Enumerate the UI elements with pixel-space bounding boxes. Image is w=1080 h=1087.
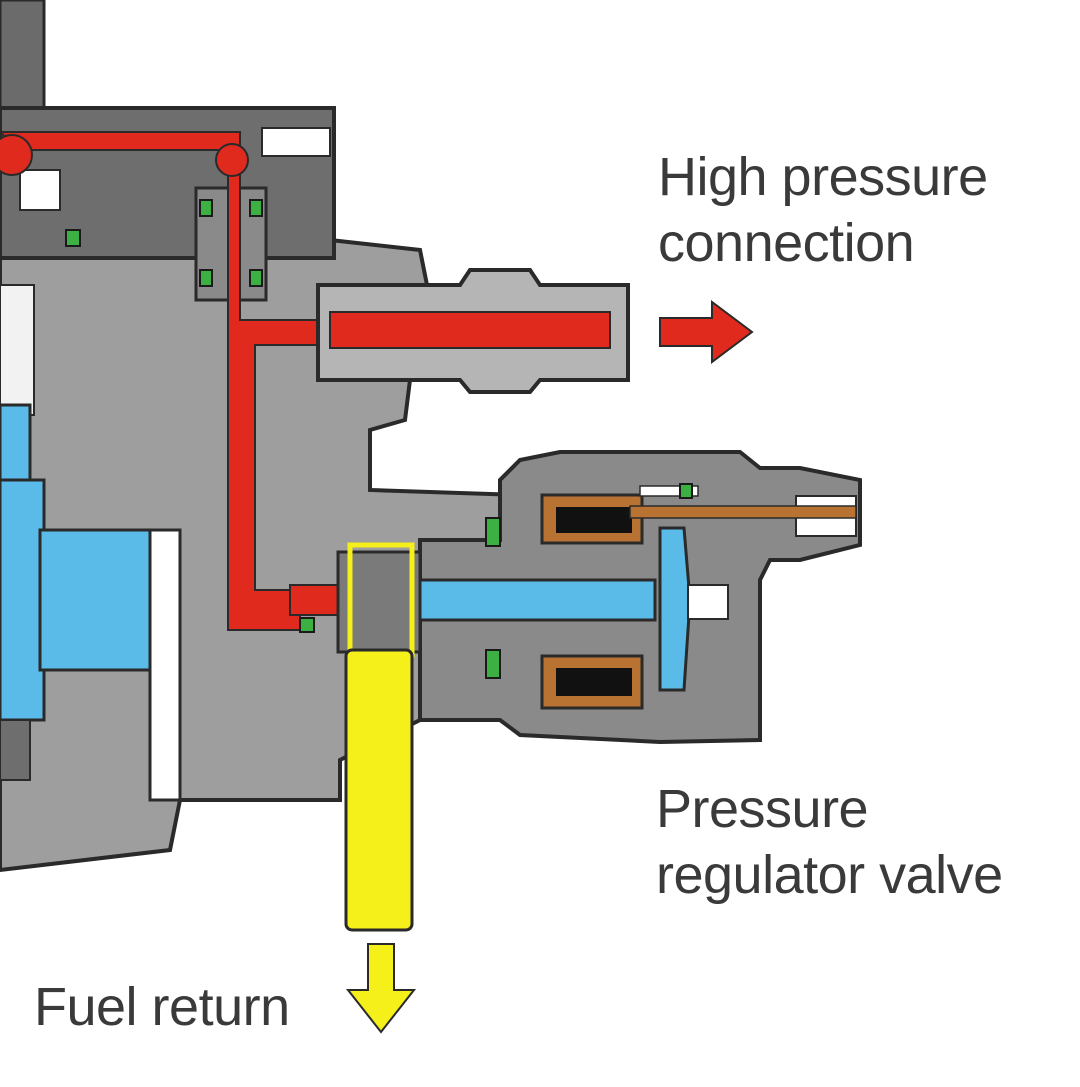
armature-spring xyxy=(687,584,729,620)
fuel-return-label: Fuel return xyxy=(34,977,290,1037)
plunger-blue-upper xyxy=(0,403,32,487)
regulator-seal-4 xyxy=(299,617,315,633)
passage-top-joint xyxy=(215,143,249,177)
pressure-regulator-valve-label: Pressure regulator valve xyxy=(656,776,1003,908)
upper-housing-column xyxy=(0,0,46,112)
high-pressure-connection-label: High pressure connection xyxy=(658,144,988,276)
solenoid-coil-lower-core xyxy=(556,668,632,696)
seal-1 xyxy=(199,199,213,217)
solenoid-coil-upper-core xyxy=(556,507,632,533)
manifold-slot xyxy=(261,127,331,157)
passage-top-left-cap xyxy=(0,134,33,176)
high-pressure-label-line1: High pressure xyxy=(658,147,988,207)
regulator-label-line1: Pressure xyxy=(656,779,869,839)
manifold-cavity xyxy=(19,169,61,211)
armature-plate xyxy=(658,526,692,692)
plunger-blue-main xyxy=(0,478,46,722)
regulator-seal-2 xyxy=(485,649,501,679)
seal-3 xyxy=(199,269,213,287)
connector-wire xyxy=(629,505,857,519)
seal-2 xyxy=(249,199,263,217)
connector-pin xyxy=(639,485,699,497)
plunger-lower xyxy=(0,719,31,781)
valve-armature xyxy=(413,578,657,622)
regulator-seal-3 xyxy=(679,483,693,499)
fuel-return-arrow xyxy=(345,943,417,1034)
plunger-white-rod xyxy=(148,528,182,802)
seal-5 xyxy=(65,229,81,247)
regulator-seal-1 xyxy=(485,517,501,547)
fitting-bore xyxy=(329,311,611,349)
seal-4 xyxy=(249,269,263,287)
plunger-strip xyxy=(0,284,35,416)
high-pressure-label-line2: connection xyxy=(658,213,915,273)
plunger-blue-block xyxy=(38,528,172,672)
high-pressure-arrow xyxy=(659,300,754,364)
fuel-return-passage xyxy=(344,648,414,932)
regulator-label-line2: regulator valve xyxy=(656,845,1003,905)
